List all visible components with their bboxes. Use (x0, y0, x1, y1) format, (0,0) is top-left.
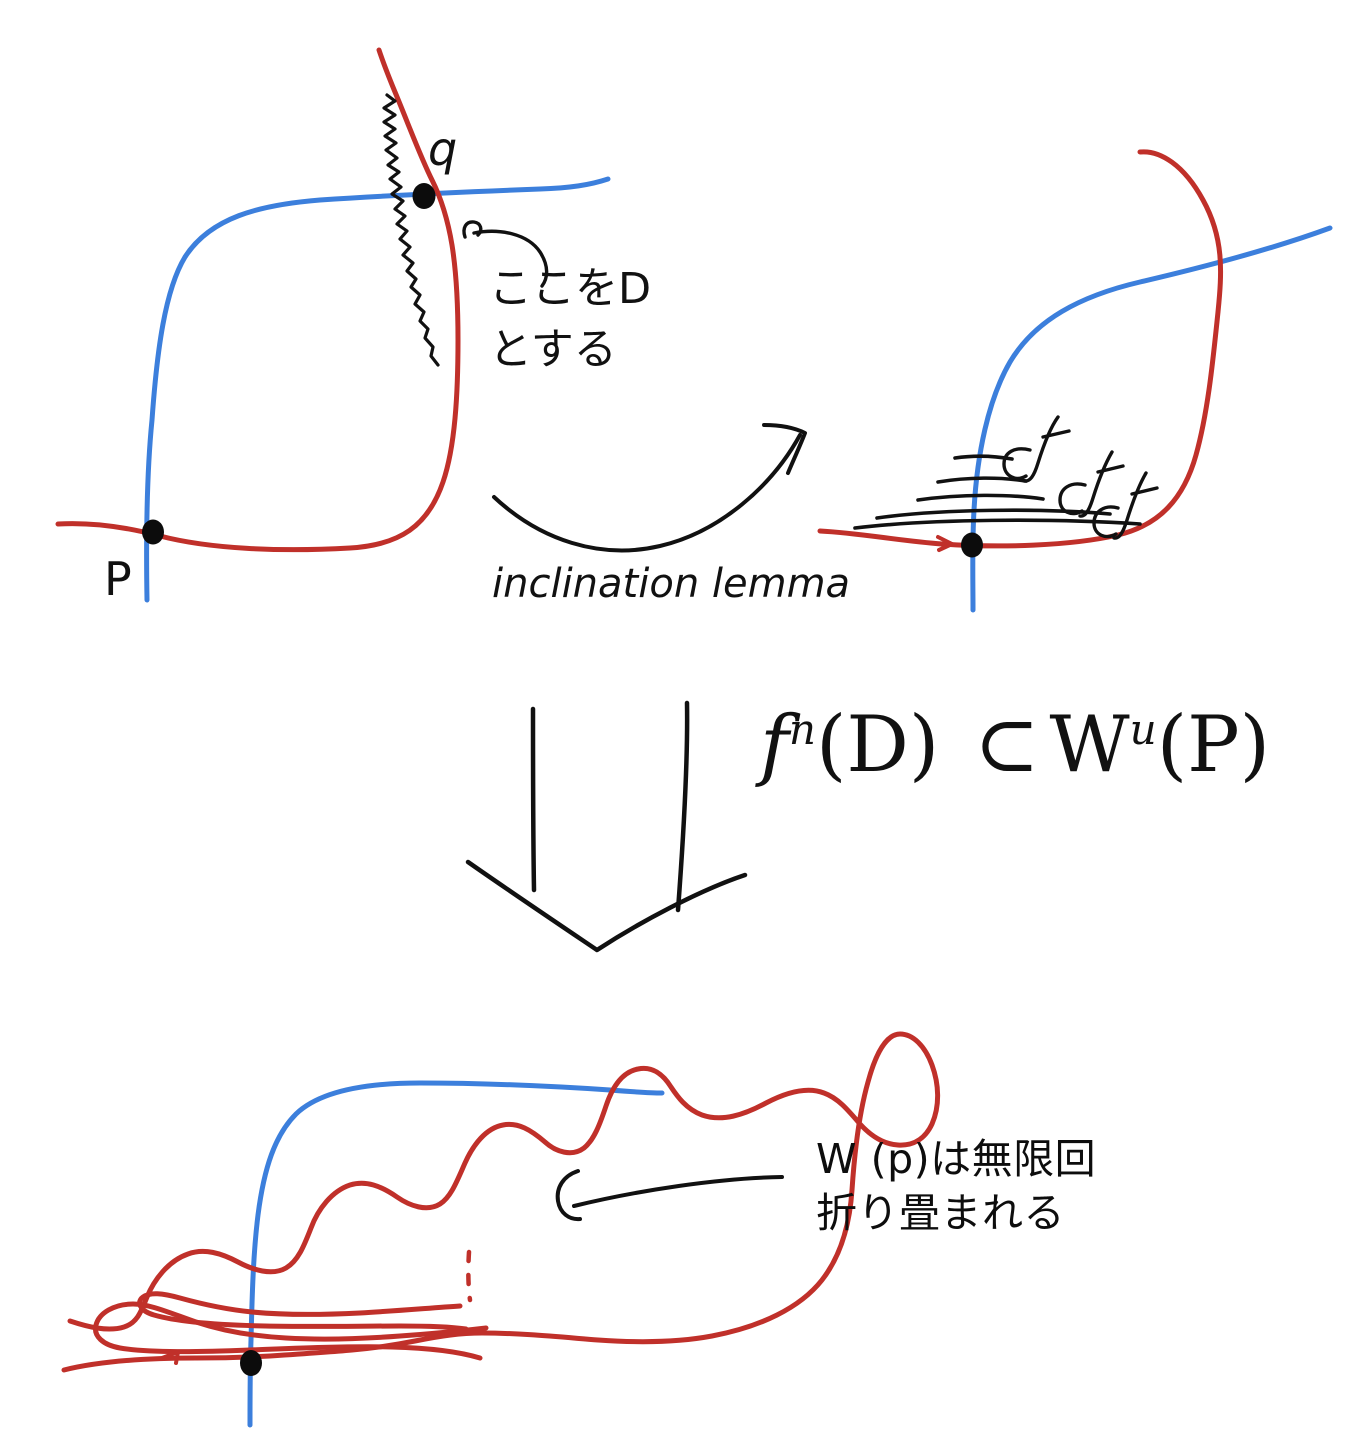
formula-w-arg: (P) (1156, 700, 1271, 790)
annotation-arrowhead-d (462, 220, 483, 239)
down-arrow-left-stem (530, 706, 537, 893)
unstable-manifold-dashed-hint (466, 1249, 473, 1303)
unstable-manifold-red-folded-mid (137, 1291, 469, 1332)
formula-subset-symbol: ⊂ (974, 700, 1040, 790)
fixed-point-dot-p (142, 519, 164, 545)
stable-manifold-blue-p3 (247, 1080, 665, 1428)
iterate-line-5 (853, 518, 1142, 530)
annotation-d-line2: とする (489, 325, 617, 375)
inclination-lemma-arrowhead (762, 423, 807, 475)
bottom-note-text: W (p)は無限回 折り畳まれる (816, 1135, 1097, 1238)
panel-bottom (61, 1031, 941, 1428)
bottom-note-arrowhead (555, 1169, 582, 1222)
unstable-manifold-red-folded-outer (61, 1031, 941, 1373)
formula-f-arg: (D) (815, 700, 940, 790)
unstable-manifold-red-p1 (55, 47, 461, 553)
annotation-arrow-curve-d (472, 229, 549, 288)
label-homoclinic-point-q: q (428, 122, 457, 176)
map-arrow-f-1-tail (1022, 415, 1060, 483)
annotation-d-line1: ここをD (489, 264, 651, 314)
map-arrow-f-2-tail (1078, 450, 1114, 518)
formula-f: f (760, 700, 789, 790)
bottom-note-arrow-curve (572, 1175, 784, 1208)
stable-manifold-blue-p1 (144, 176, 611, 603)
unstable-manifold-red-folded-lower (92, 1301, 489, 1361)
segment-d-zigzag (382, 93, 440, 367)
label-fixed-point-p: P (104, 552, 132, 606)
panel-top-left: q P ここをD とする (55, 47, 651, 606)
map-arrow-f-2-cross (1096, 464, 1125, 474)
formula-f-exponent: n (788, 705, 816, 754)
map-arrow-f-3-cross (1130, 486, 1159, 496)
inclination-lemma-arrow-curve (492, 433, 802, 553)
formula-w-exponent: u (1129, 705, 1157, 754)
stable-manifold-blue-p2 (970, 225, 1333, 613)
map-arrow-f-1 (1002, 447, 1032, 481)
fixed-point-dot-p2 (961, 532, 983, 558)
iterate-line-3 (916, 493, 1045, 502)
panel-top-right (817, 149, 1333, 613)
formula-w: W (1049, 700, 1130, 790)
down-arrow-head (465, 859, 748, 953)
conclusion-formula: fn(D) ⊂Wu(P) (760, 700, 1270, 790)
homoclinic-point-dot-q (412, 183, 436, 209)
iterate-line-1 (953, 454, 1014, 461)
map-arrow-f-3 (1092, 505, 1120, 539)
map-arrow-f-3-tail (1112, 471, 1148, 540)
map-arrow-f-2 (1058, 482, 1087, 516)
map-arrow-f-1-cross (1041, 429, 1071, 439)
unstable-direction-arrowhead-p2 (936, 535, 954, 552)
label-inclination-lemma: inclination lemma (492, 561, 850, 607)
transition-inclination-lemma: inclination lemma (492, 423, 850, 607)
unstable-manifold-red-p2 (817, 149, 1224, 549)
fixed-point-dot-p3 (240, 1350, 262, 1376)
big-down-arrow (465, 700, 748, 953)
unstable-direction-arrowhead-p3 (160, 1350, 180, 1365)
down-arrow-right-stem (675, 700, 690, 913)
